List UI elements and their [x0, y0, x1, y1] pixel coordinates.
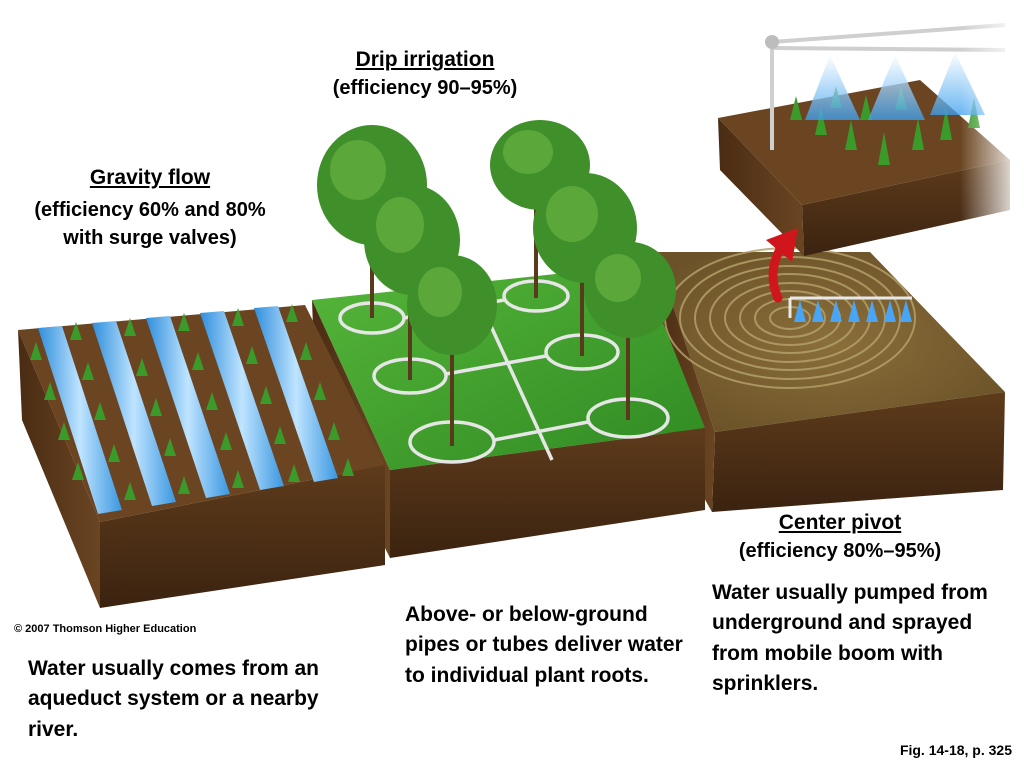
center-pivot-block [655, 247, 1005, 512]
copyright-notice: © 2007 Thomson Higher Education [14, 623, 197, 635]
zoom-arrow-icon [766, 228, 798, 303]
trees [317, 120, 676, 446]
crop-plants [30, 304, 354, 500]
gravity-title: Gravity flow [89, 166, 211, 189]
inset-pivot-head [765, 35, 779, 49]
drip-title: Drip irrigation [355, 48, 495, 71]
drip-label: Drip irrigation (efficiency 90–95%) [300, 47, 550, 100]
water-furrows [38, 306, 338, 514]
gravity-label: Gravity flow (efficiency 60% and 80% wit… [22, 165, 278, 252]
pivot-label: Center pivot (efficiency 80%–95%) [705, 510, 975, 563]
gravity-description: Water usually comes from an aqueduct sys… [28, 657, 319, 741]
drip-description: Above- or below-ground pipes or tubes de… [405, 603, 683, 687]
pivot-description: Water usually pumped from underground an… [712, 581, 988, 696]
gravity-flow-block [18, 304, 385, 608]
pivot-efficiency: (efficiency 80%–95%) [738, 540, 942, 563]
gravity-efficiency: (efficiency 60% and 80% with surge valve… [34, 199, 266, 250]
figure-reference: Fig. 14-18, p. 325 [899, 742, 1012, 758]
sprinkler-inset [718, 0, 1024, 256]
drip-efficiency: (efficiency 90–95%) [332, 77, 518, 100]
pivot-title: Center pivot [778, 511, 902, 534]
inset-spray [805, 52, 985, 120]
pivot-boom [788, 296, 912, 322]
